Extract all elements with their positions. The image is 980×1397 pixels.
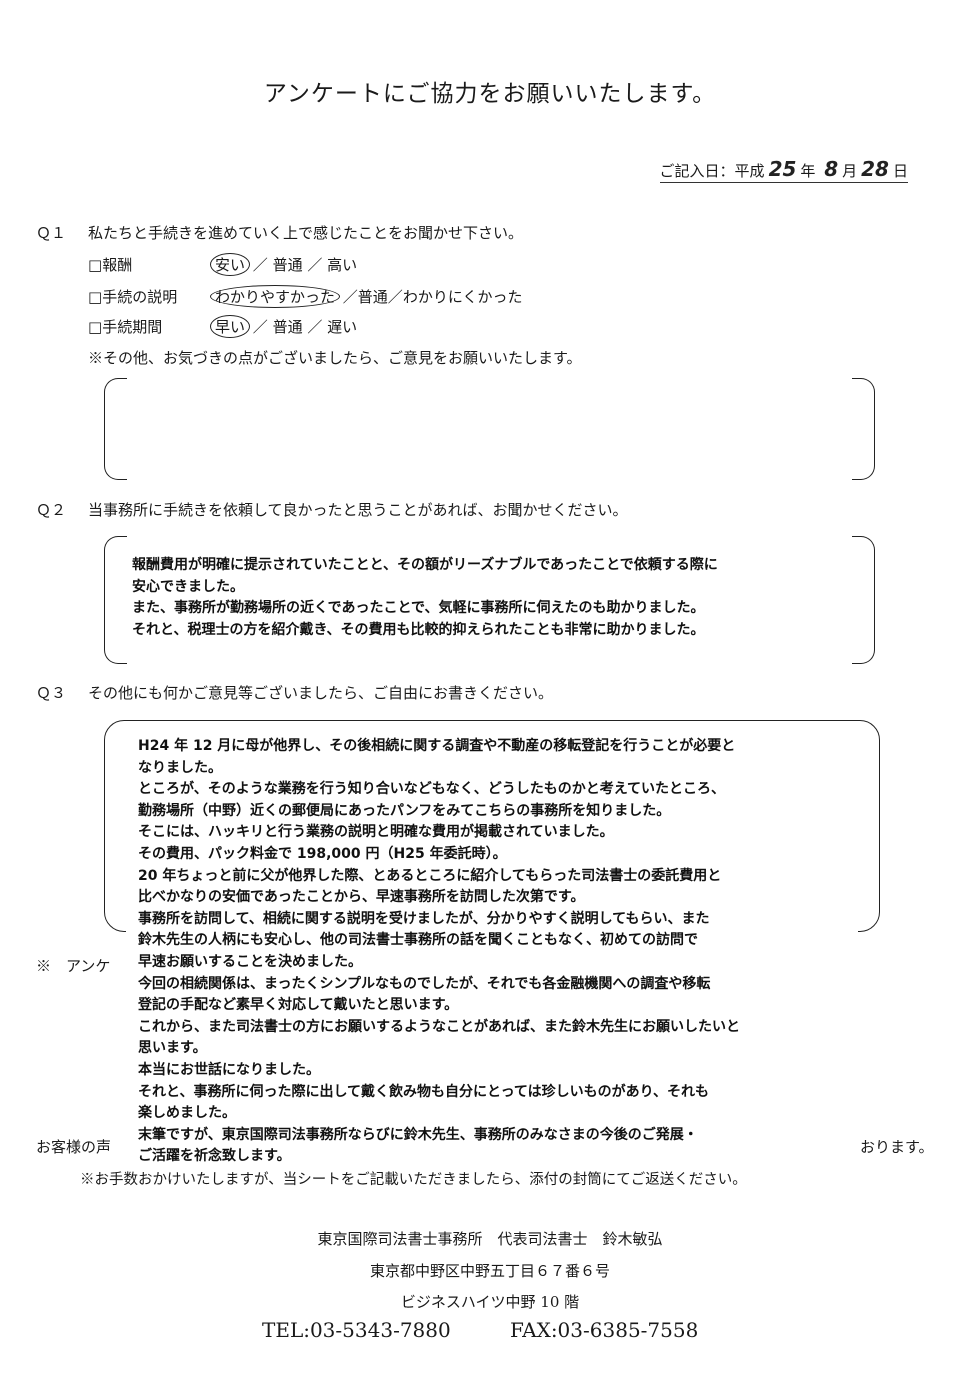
q1-label: Ｑ１ <box>36 224 67 242</box>
q2-answer-bracket-right <box>852 536 875 664</box>
q1-item-name: 手続期間 <box>102 318 163 336</box>
q1-checkbox-fee[interactable]: □ <box>88 256 103 274</box>
q2-label: Ｑ２ <box>36 501 67 519</box>
hidden-customer-voice-end: おります。 <box>860 1138 934 1156</box>
q1-question: 私たちと手続きを進めていく上で感じたことをお聞かせ下さい。 <box>88 224 524 242</box>
date-year: 25 <box>768 157 797 181</box>
q2-answer-bracket-left <box>104 536 127 664</box>
q1-fee-option[interactable]: 高い <box>327 256 358 274</box>
q3-answer-line: なりました。 <box>138 759 222 776</box>
q3-answer-line: H24 年 12 月に母が他界し、その後相続に関する調査や不動産の移転登記を行う… <box>138 738 736 754</box>
q3-label: Ｑ３ <box>36 684 67 702</box>
separator: ／ <box>307 256 323 274</box>
q3-answer-line: 比べかなりの安価であったことから、早速事務所を訪問した次第です。 <box>138 889 585 906</box>
footer-building: ビジネスハイツ中野 10 階 <box>400 1293 580 1311</box>
footer-fax: FAX:03-6385-7558 <box>510 1318 699 1342</box>
q3-answer-line: 20 年ちょっと前に父が他界した際、とあるところに紹介してもらった司法書士の委託… <box>138 867 722 884</box>
footer-address: 東京都中野区中野五丁目６７番６号 <box>369 1262 610 1280</box>
separator: ／ <box>252 318 268 336</box>
q3-answer-line: ところが、そのような業務を行う知り合いなどもなく、どうしたものかと考えていたとこ… <box>138 781 726 798</box>
survey-title: アンケートにご協力をお願いいたします。 <box>263 81 717 107</box>
return-note: ※お手数おかけいたしますが、当シートをご記載いただきましたら、添付の封筒にてご返… <box>80 1172 747 1188</box>
separator: ／ <box>342 288 358 306</box>
q3-answer-line: これから、また司法書士の方にお願いするようなことがあれば、また鈴木先生にお願いし… <box>138 1018 740 1035</box>
q1-explanation-option-selected[interactable]: わかりやすかった <box>209 285 340 308</box>
q3-answer-line: 登記の手配など素早く対応して戴いたと思います。 <box>138 997 459 1014</box>
q2-question: 当事務所に手続きを依頼して良かったと思うことがあれば、お聞かせください。 <box>88 501 628 519</box>
q3-answer-line: 本当にお世話になりました。 <box>138 1061 320 1078</box>
q1-item-name: 報酬 <box>102 256 133 274</box>
q1-checkbox-period[interactable]: □ <box>88 318 103 336</box>
q2-answer-line: それと、税理士の方を紹介戴き、その費用も比較的抑えられたことも非常に助かりました… <box>132 621 705 638</box>
q1-fee-option-selected[interactable]: 安い <box>209 253 250 276</box>
q1-comment-bracket-left <box>104 378 127 480</box>
q1-explanation-option[interactable]: 普通 <box>357 288 388 306</box>
pasted-answer-slip <box>126 930 858 1164</box>
footer-office: 東京国際司法書士事務所 代表司法書士 鈴木敏弘 <box>317 1230 663 1248</box>
date-month: 8 <box>824 157 839 181</box>
q1-period-option-selected[interactable]: 早い <box>209 315 250 338</box>
q3-answer-line: 事務所を訪問して、相続に関する説明を受けましたが、分かりやすく説明してもらい、ま… <box>138 910 710 927</box>
date-day: 28 <box>861 157 889 181</box>
footer-tel: TEL:03-5343-7880 <box>262 1318 451 1342</box>
hidden-asterisk-line: ※ アンケ <box>36 957 111 975</box>
q3-answer-line: ご活躍を祈念致します。 <box>138 1148 291 1165</box>
q1-item-name: 手続の説明 <box>102 288 178 306</box>
hidden-customer-voice-start: お客様の声 <box>36 1138 112 1156</box>
q1-item-period: □手続期間 早い ／ 普通 ／ 遅い <box>88 315 358 338</box>
q1-item-explanation: □手続の説明 わかりやすかった ／普通／わかりにくかった <box>88 285 523 308</box>
q1-period-option[interactable]: 遅い <box>327 318 358 336</box>
q3-answer-line: 末筆ですが、東京国際司法事務所ならびに鈴木先生、事務所のみなさまの今後のご発展・ <box>138 1126 698 1143</box>
q3-answer-line: その費用、パック料金で 198,000 円（H25 年委託時）。 <box>138 845 507 862</box>
q3-answer-line: そこには、ハッキリと行う業務の説明と明確な費用が掲載されていました。 <box>138 824 614 841</box>
q2-answer-line: 安心できました。 <box>132 578 244 595</box>
q3-answer-line: 勤務場所（中野）近くの郵便局にあったパンフをみてこちらの事務所を知りました。 <box>138 802 671 819</box>
q3-answer-line: 思います。 <box>138 1040 207 1057</box>
separator: ／ <box>307 318 323 336</box>
q1-checkbox-explanation[interactable]: □ <box>88 288 103 306</box>
q3-answer: H24 年 12 月に母が他界し、その後相続に関する調査や不動産の移転登記を行う… <box>138 736 740 1168</box>
q1-item-fee: □報酬 安い ／ 普通 ／ 高い <box>88 253 358 276</box>
date-label: ご記入日：平成 <box>659 162 765 180</box>
q1-period-option[interactable]: 普通 <box>272 318 303 336</box>
q3-question: その他にも何かご意見等ございましたら、ご自由にお書きください。 <box>88 684 554 702</box>
q2-answer-line: 報酬費用が明確に提示されていたことと、その額がリーズナブルであったことで依頼する… <box>132 557 718 573</box>
date-year-unit: 年 <box>800 162 816 180</box>
date-day-unit: 日 <box>892 162 908 180</box>
separator: ／ <box>387 288 403 306</box>
q3-answer-line: 楽しめました。 <box>138 1105 236 1122</box>
q1-explanation-option[interactable]: わかりにくかった <box>402 288 523 306</box>
q1-comment-bracket-right <box>852 378 875 480</box>
q2-answer: 報酬費用が明確に提示されていたことと、その額がリーズナブルであったことで依頼する… <box>132 555 718 641</box>
q3-answer-line: 今回の相続関係は、まったくシンプルなものでしたが、それでも各金融機関への調査や移… <box>138 975 711 992</box>
separator: ／ <box>252 256 268 274</box>
q3-answer-line: それと、事務所に伺った際に出して戴く飲み物も自分にとっては珍しいものがあり、それ… <box>138 1083 710 1100</box>
q3-answer-line: 早速お願いすることを決めました。 <box>138 953 362 970</box>
q1-note: ※その他、お気づきの点がございましたら、ご意見をお願いいたします。 <box>88 349 582 367</box>
date-month-unit: 月 <box>842 162 858 180</box>
q2-answer-line: また、事務所が勤務場所の近くであったことで、気軽に事務所に伺えたのも助かりました… <box>132 600 705 617</box>
q3-answer-line: 鈴木先生の人柄にも安心し、他の司法書士事務所の話を聞くこともなく、初めての訪問で <box>138 932 698 949</box>
q1-fee-option[interactable]: 普通 <box>272 256 303 274</box>
